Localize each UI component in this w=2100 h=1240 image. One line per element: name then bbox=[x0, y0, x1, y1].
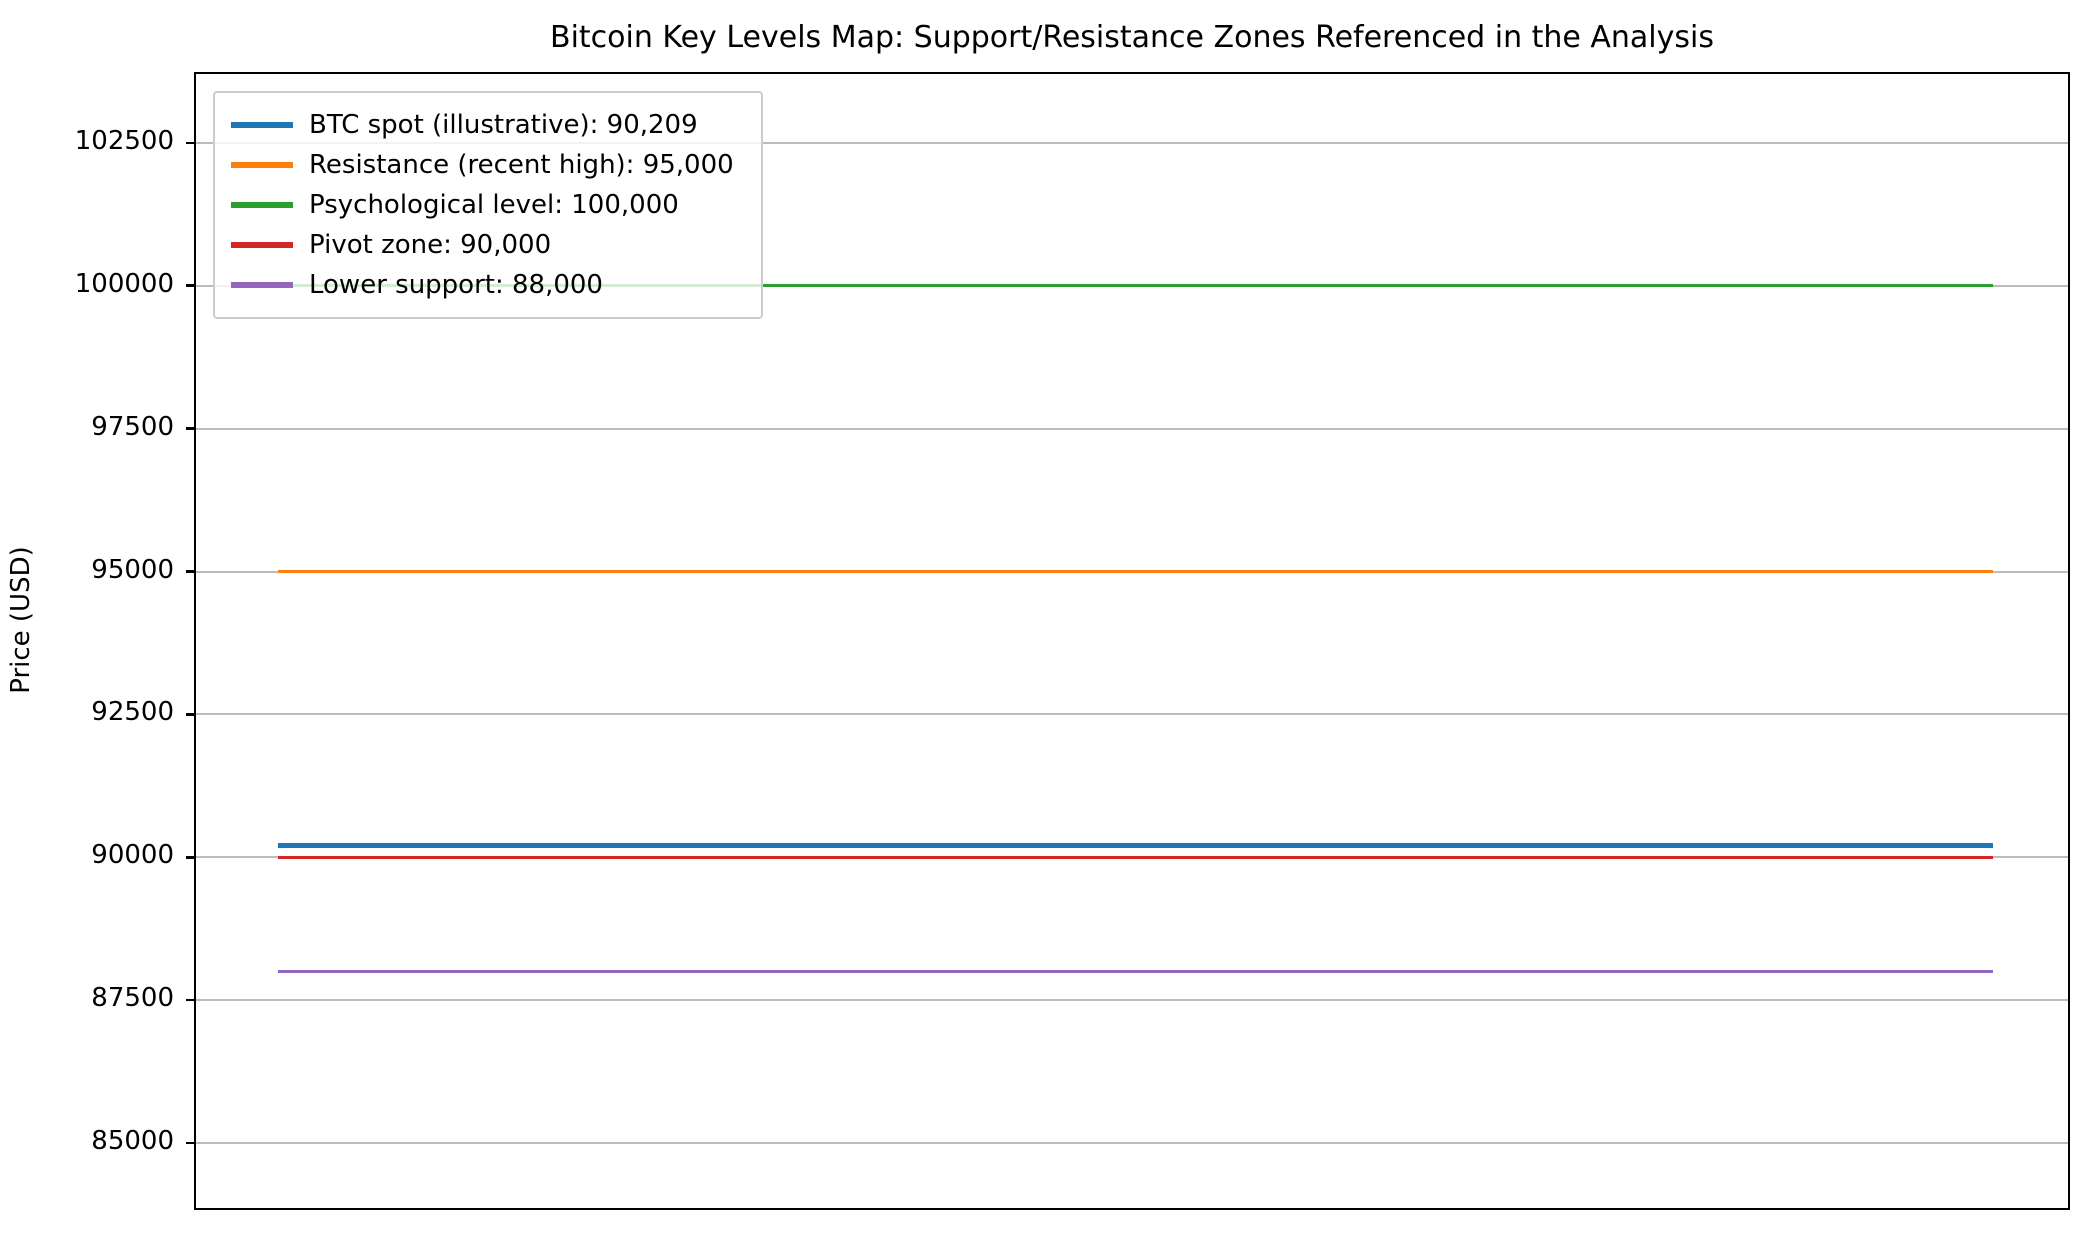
legend-swatch-wrap bbox=[231, 202, 305, 208]
legend-label: Pivot zone: 90,000 bbox=[309, 230, 552, 260]
legend-item-4[interactable]: Pivot zone: 90,000 bbox=[231, 225, 747, 265]
legend-swatch-wrap bbox=[231, 162, 305, 168]
y-tick-mark bbox=[186, 427, 196, 430]
legend-color-swatch bbox=[231, 162, 293, 168]
y-tick-mark bbox=[186, 856, 196, 859]
legend-color-swatch bbox=[231, 282, 293, 288]
y-tick-mark bbox=[186, 284, 196, 287]
legend-item-3[interactable]: Psychological level: 100,000 bbox=[231, 185, 747, 225]
legend-label: Lower support: 88,000 bbox=[309, 270, 603, 300]
gridline bbox=[196, 427, 2068, 430]
level-line-2 bbox=[277, 570, 1994, 574]
legend-item-5[interactable]: Lower support: 88,000 bbox=[231, 265, 747, 305]
level-line-3 bbox=[277, 284, 1994, 288]
y-tick-mark bbox=[186, 713, 196, 716]
legend-item-1[interactable]: BTC spot (illustrative): 90,209 bbox=[231, 105, 747, 145]
legend-label: Psychological level: 100,000 bbox=[309, 190, 679, 220]
legend-label: Resistance (recent high): 95,000 bbox=[309, 150, 734, 180]
y-tick-mark bbox=[186, 141, 196, 144]
legend-swatch-wrap bbox=[231, 122, 305, 128]
y-tick-mark bbox=[186, 999, 196, 1002]
gridline bbox=[196, 713, 2068, 716]
legend-item-2[interactable]: Resistance (recent high): 95,000 bbox=[231, 145, 747, 185]
level-line-1 bbox=[277, 843, 1994, 848]
gridline bbox=[196, 1142, 2068, 1145]
level-line-5 bbox=[277, 970, 1994, 974]
legend-color-swatch bbox=[231, 122, 293, 128]
y-axis-label: Price (USD) bbox=[6, 546, 36, 694]
legend-swatch-wrap bbox=[231, 282, 305, 288]
legend-color-swatch bbox=[231, 242, 293, 248]
level-line-4 bbox=[277, 855, 1994, 859]
chart-title: Bitcoin Key Levels Map: Support/Resistan… bbox=[550, 20, 1714, 55]
gridline bbox=[196, 999, 2068, 1002]
legend-label: BTC spot (illustrative): 90,209 bbox=[309, 110, 698, 140]
y-tick-mark bbox=[186, 1142, 196, 1145]
y-tick-mark bbox=[186, 570, 196, 573]
legend-color-swatch bbox=[231, 202, 293, 208]
legend-swatch-wrap bbox=[231, 242, 305, 248]
gridline bbox=[196, 141, 2068, 144]
